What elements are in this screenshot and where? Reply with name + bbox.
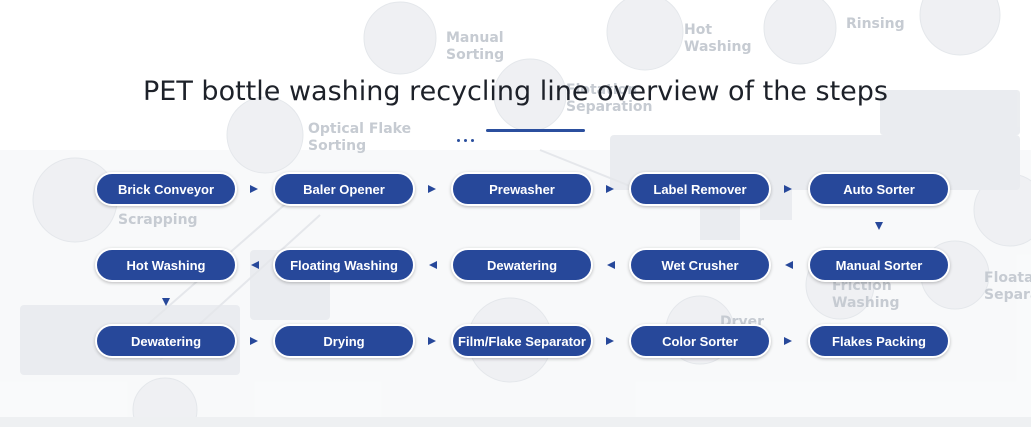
arrow-right-icon	[250, 337, 258, 345]
step-baler-opener: Baler Opener	[273, 172, 415, 206]
step-wet-crusher: Wet Crusher	[629, 248, 771, 282]
rinsing-thumbnail	[763, 0, 837, 65]
hot-washing-thumbnail	[606, 0, 684, 71]
step-floating-washing: Floating Washing	[273, 248, 415, 282]
arrow-right-icon	[784, 337, 792, 345]
arrow-right-icon	[606, 337, 614, 345]
title-underline-bar	[486, 129, 585, 132]
optical-sorting-thumbnail	[226, 96, 304, 174]
arrow-left-icon	[785, 261, 793, 269]
step-dewatering-row2: Dewatering	[451, 248, 593, 282]
arrow-right-icon	[428, 185, 436, 193]
bg-label-scrapping: Scrapping	[118, 212, 198, 228]
bottom-left-thumbnail	[132, 377, 198, 427]
step-flakes-packing: Flakes Packing	[808, 324, 950, 358]
bg-label-rinsing: Rinsing	[846, 16, 905, 32]
step-brick-conveyor: Brick Conveyor	[95, 172, 237, 206]
title-underline-dots	[457, 129, 478, 147]
arrow-right-icon	[606, 185, 614, 193]
step-manual-sorter: Manual Sorter	[808, 248, 950, 282]
arrow-left-icon	[607, 261, 615, 269]
step-dewatering-row3: Dewatering	[95, 324, 237, 358]
arrow-left-icon	[251, 261, 259, 269]
step-drying: Drying	[273, 324, 415, 358]
arrow-down-icon	[875, 222, 883, 230]
step-label-remover: Label Remover	[629, 172, 771, 206]
arrow-right-icon	[250, 185, 258, 193]
step-hot-washing: Hot Washing	[95, 248, 237, 282]
manual-sorting-thumbnail	[363, 1, 437, 75]
step-auto-sorter: Auto Sorter	[808, 172, 950, 206]
step-prewasher: Prewasher	[451, 172, 593, 206]
bg-label-floatation-separator: FloatatSepara	[984, 270, 1031, 303]
step-color-sorter: Color Sorter	[629, 324, 771, 358]
footer-band	[0, 417, 1031, 427]
step-film-flake-separator: Film/Flake Separator	[451, 324, 593, 358]
arrow-right-icon	[784, 185, 792, 193]
page-title: PET bottle washing recycling line overvi…	[143, 76, 888, 107]
arrow-down-icon	[162, 298, 170, 306]
flake-thumbnail-top-right	[919, 0, 1001, 56]
arrow-right-icon	[428, 337, 436, 345]
arrow-left-icon	[429, 261, 437, 269]
